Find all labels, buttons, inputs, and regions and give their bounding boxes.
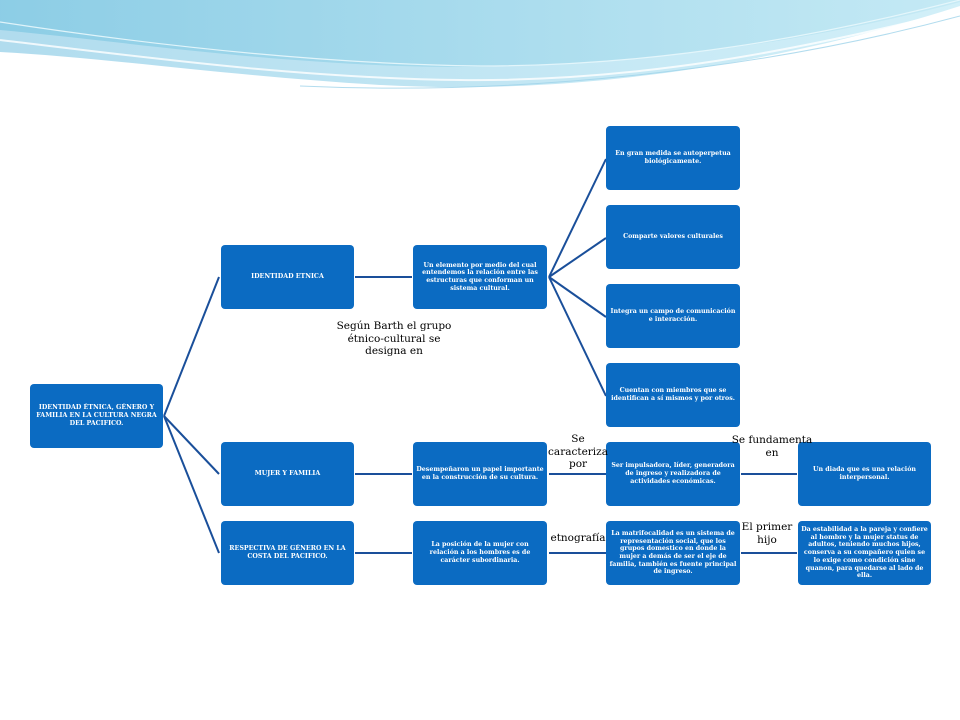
connector-root-mujer xyxy=(163,415,220,475)
connector-root-identidad xyxy=(163,276,220,417)
node-autoperpetua: En gran medida se autoperpetua biológica… xyxy=(606,126,740,190)
label-se-caracteriza: Se caracteriza por xyxy=(548,433,608,471)
node-identidad-etnica: IDENTIDAD ETNICA xyxy=(221,245,354,309)
node-comparte-valores: Comparte valores culturales xyxy=(606,205,740,269)
node-estabilidad: Da estabilidad a la pareja y confiere al… xyxy=(798,521,931,585)
node-respectiva-genero: RESPECTIVA DE GÉNERO EN LA COSTA DEL PAC… xyxy=(221,521,354,585)
connector-root-respectiva xyxy=(163,415,220,554)
label-etnografia: etnografía xyxy=(550,532,606,544)
connector-elemento-integra xyxy=(548,276,607,318)
label-segun-barth: Según Barth el grupo étnico-cultural se … xyxy=(336,320,452,358)
label-el-primer-hijo: El primer hijo xyxy=(741,521,793,546)
node-matrifocalidad: La matrifocalidad es un sistema de repre… xyxy=(606,521,740,585)
node-root: IDENTIDAD ÉTNICA, GÉNERO Y FAMILIA EN LA… xyxy=(30,384,163,448)
node-diada: Un diada que es una relación interperson… xyxy=(798,442,931,506)
connector-elemento-perpetua xyxy=(548,158,607,278)
node-mujer-familia: MUJER Y FAMILIA xyxy=(221,442,354,506)
connector-elemento-comparte xyxy=(548,237,607,278)
label-se-fundamenta: Se fundamenta en xyxy=(731,434,813,459)
node-posicion-mujer: La posición de la mujer con relación a l… xyxy=(413,521,547,585)
node-cuentan-miembros: Cuentan con miembros que se identifican … xyxy=(606,363,740,427)
node-impulsadora: Ser impulsadora, líder, generadora de in… xyxy=(606,442,740,506)
node-integra-campo: Integra un campo de comunicación e inter… xyxy=(606,284,740,348)
node-elemento: Un elemento por medio del cual entendemo… xyxy=(413,245,547,309)
node-desempenaron: Desempeñaron un papel importante en la c… xyxy=(413,442,547,506)
connector-elemento-cuentan xyxy=(548,276,607,397)
